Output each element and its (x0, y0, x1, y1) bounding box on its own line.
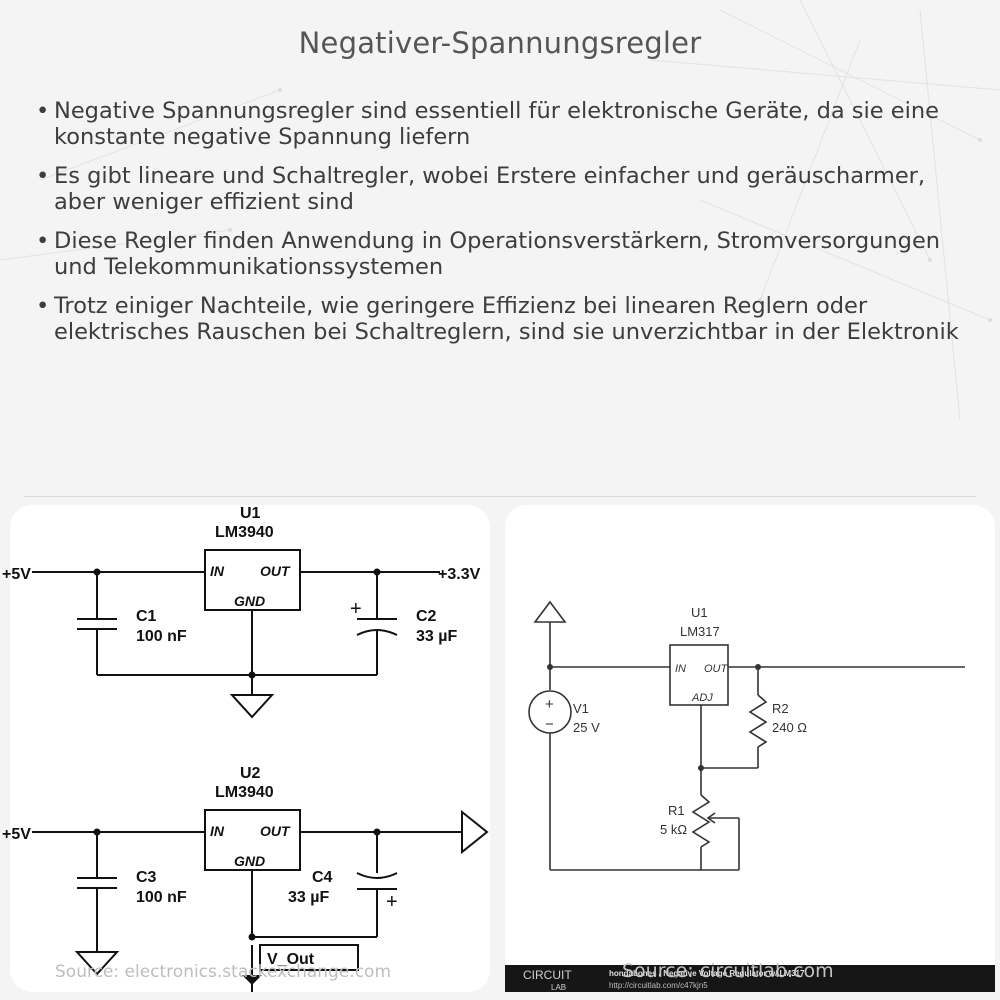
u1-out-pin: OUT (704, 663, 729, 675)
c3-ref: C3 (136, 869, 157, 886)
c4-ref: C4 (312, 869, 333, 886)
arrow-icon (242, 975, 262, 985)
u1-in-pin: IN (675, 663, 686, 675)
circuitlab-url: http://circuitlab.com/c47kjn5 (609, 981, 708, 990)
r2-ref: R2 (772, 701, 789, 716)
page-title: Negativer-Spannungsregler (298, 26, 702, 60)
r1-value: 5 kΩ (660, 822, 687, 837)
bullet-item: •Negative Spannungsregler sind essentiel… (36, 98, 976, 150)
u1-input-voltage: +5V (2, 566, 31, 583)
c4-value: 33 µF (288, 889, 329, 906)
u2-in-pin: IN (210, 823, 225, 839)
bullet-dot: • (36, 228, 50, 254)
section-divider (24, 496, 976, 497)
right-schematic-panel: + − U1 LM317 IN OUT ADJ V1 25 V R2 240 Ω… (505, 505, 995, 992)
v1-ref: V1 (573, 701, 589, 716)
u1-part: LM317 (680, 624, 720, 639)
c2-polarity: + (350, 598, 362, 620)
v1-minus: − (545, 716, 554, 733)
bullet-list: •Negative Spannungsregler sind essentiel… (36, 98, 976, 358)
source-caption: Source: electronics.stackexchange.com (55, 962, 392, 982)
bullet-text: Diese Regler finden Anwendung in Operati… (54, 228, 941, 280)
bullet-text: Negative Spannungsregler sind essentiell… (54, 98, 939, 150)
bullet-dot: • (36, 163, 50, 189)
u1-gnd-pin: GND (234, 593, 265, 609)
u1-ref: U1 (691, 605, 708, 620)
u1-part: LM3940 (215, 524, 274, 541)
bullet-item: •Diese Regler finden Anwendung in Operat… (36, 228, 976, 280)
bullet-dot: • (36, 293, 50, 319)
u1-adj-pin: ADJ (691, 692, 713, 704)
u1-output-voltage: +3.3V (438, 566, 481, 583)
u2-gnd-pin: GND (234, 853, 265, 869)
u2-input-voltage: +5V (2, 826, 31, 843)
r2-value: 240 Ω (772, 720, 807, 735)
lm3940-schematic: U1 LM3940 IN OUT GND +5V +3.3V C1 100 nF… (2, 505, 489, 992)
background-network-pattern (0, 0, 1000, 421)
c1-value: 100 nF (136, 628, 187, 645)
c4-polarity: + (386, 891, 398, 913)
circuitlab-footer (505, 965, 995, 992)
c2-ref: C2 (416, 608, 437, 625)
left-schematic-panel: U1 LM3940 IN OUT GND +5V +3.3V C1 100 nF… (2, 505, 490, 992)
bullet-item: •Trotz einiger Nachteile, wie geringere … (36, 293, 976, 345)
v1-value: 25 V (573, 720, 600, 735)
output-label: V_Out (267, 951, 315, 968)
bullet-item: •Es gibt lineare und Schaltregler, wobei… (36, 163, 976, 215)
u2-out-pin: OUT (260, 823, 291, 839)
bullet-dot: • (36, 98, 50, 124)
source-watermark: Source: circuitlab.com (622, 960, 834, 982)
c2-value: 33 µF (416, 628, 457, 645)
circuitlab-title: hondabones / Negative Voltage Regulator … (609, 969, 805, 978)
bullet-text: Es gibt lineare und Schaltregler, wobei … (54, 163, 926, 215)
c1-ref: C1 (136, 608, 157, 625)
u1-out-pin: OUT (260, 563, 291, 579)
circuitlab-logo-top: CIRCUIT (523, 968, 572, 982)
u2-part: LM3940 (215, 784, 274, 801)
u1-ref: U1 (240, 505, 261, 522)
circuitlab-logo-bottom: LAB (551, 983, 566, 992)
lm317-schematic: + − U1 LM317 IN OUT ADJ V1 25 V R2 240 Ω… (505, 600, 995, 992)
r1-ref: R1 (668, 803, 685, 818)
c3-value: 100 nF (136, 889, 187, 906)
bullet-text: Trotz einiger Nachteile, wie geringere E… (54, 293, 959, 345)
u1-in-pin: IN (210, 563, 225, 579)
v1-plus: + (545, 696, 554, 713)
u2-ref: U2 (240, 765, 261, 782)
supply-arrow-icon (533, 600, 567, 623)
